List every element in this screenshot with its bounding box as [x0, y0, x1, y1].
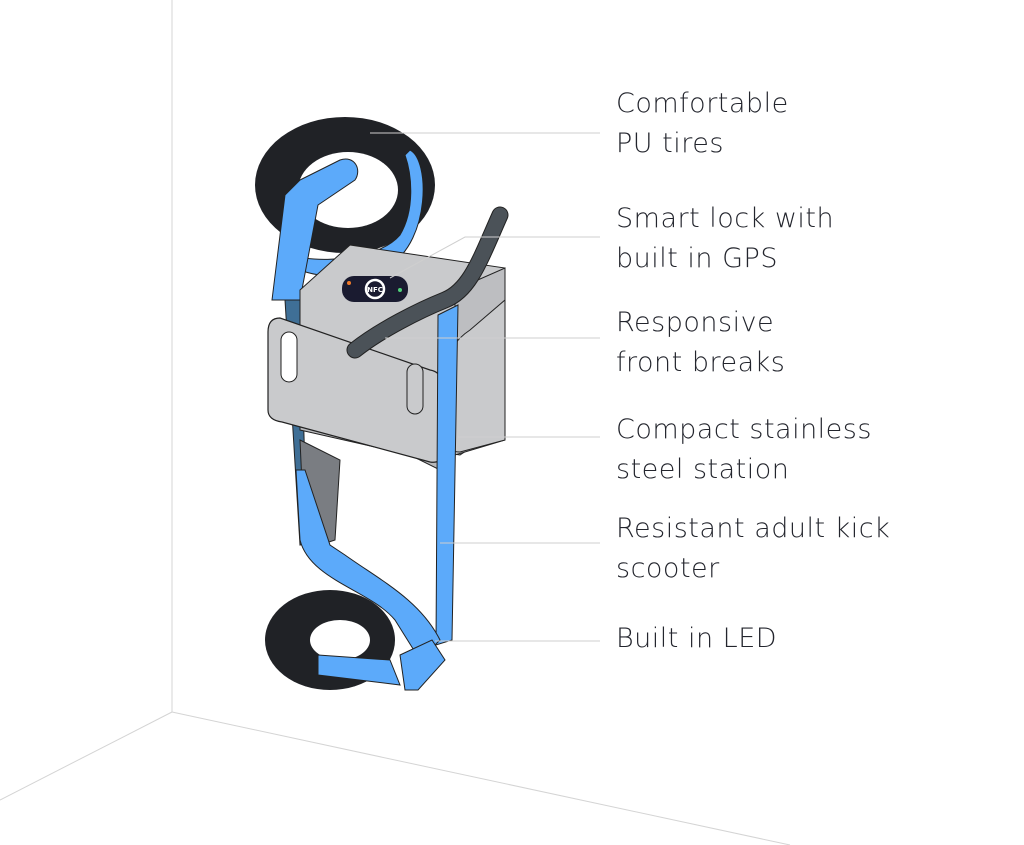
- label-line: Resistant adult kick: [616, 513, 891, 544]
- lock-status-led-green: [398, 288, 402, 292]
- leader-lines: [370, 132, 600, 642]
- label-front-breaks: Responsive front breaks: [616, 303, 785, 383]
- label-kick-scooter: Resistant adult kick scooter: [616, 509, 890, 589]
- nfc-logo-text: NFC: [367, 286, 383, 294]
- label-line: Comfortable: [616, 88, 789, 119]
- label-pu-tires: Comfortable PU tires: [616, 84, 789, 164]
- nfc-icon: [364, 278, 386, 300]
- steering-column: [435, 304, 459, 646]
- front-fork-base: [399, 639, 446, 691]
- plate-slot-left: [280, 331, 298, 383]
- rear-fork: [317, 654, 401, 686]
- label-line: PU tires: [616, 128, 724, 159]
- label-line: scooter: [616, 553, 720, 584]
- label-station: Compact stainless steel station: [616, 410, 872, 490]
- label-line: Built in LED: [616, 623, 778, 654]
- label-line: Smart lock with: [616, 203, 835, 234]
- label-smart-lock: Smart lock with built in GPS: [616, 199, 834, 279]
- plate-slot-right: [406, 363, 424, 415]
- top-axle-arm: [271, 158, 359, 301]
- smart-lock: NFC: [342, 276, 408, 302]
- label-line: built in GPS: [616, 243, 778, 274]
- label-line: Responsive: [616, 307, 775, 338]
- frame-lower-s: [295, 469, 441, 661]
- label-line: front breaks: [616, 347, 786, 378]
- room-corner-lines: [0, 0, 791, 845]
- label-line: steel station: [616, 454, 790, 485]
- lock-status-led-orange: [347, 281, 351, 285]
- label-line: Compact stainless: [616, 414, 872, 445]
- label-led: Built in LED: [616, 619, 777, 659]
